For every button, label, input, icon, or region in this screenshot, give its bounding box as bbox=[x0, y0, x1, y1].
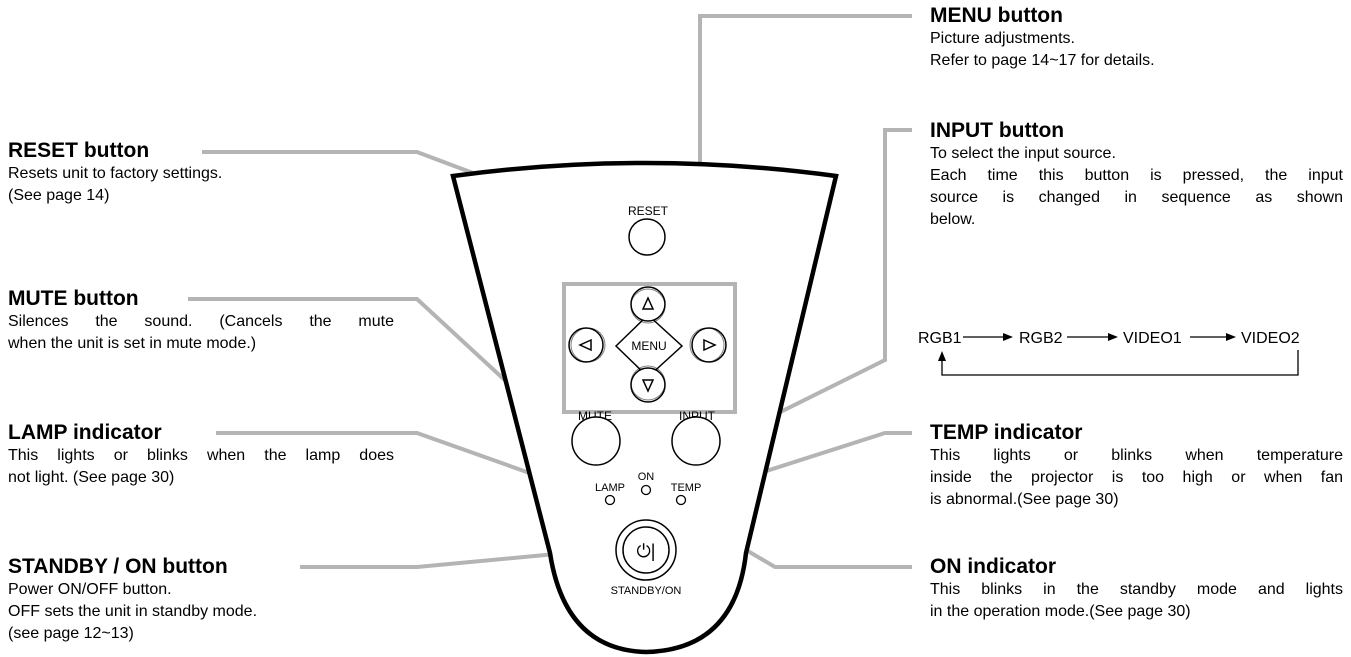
remote-label-reset: RESET bbox=[628, 204, 669, 218]
input-line: below. bbox=[930, 211, 976, 228]
sequence-item-video2: VIDEO2 bbox=[1241, 330, 1300, 347]
callout-on: ON indicator This blinks in the standby … bbox=[930, 555, 1343, 623]
standby-line: Power ON/OFF button. bbox=[8, 581, 172, 598]
mute-line: when the unit is set in mute mode.) bbox=[8, 335, 257, 352]
menu-area-frame bbox=[562, 282, 737, 414]
leader-lines bbox=[188, 14, 912, 569]
callout-mute: MUTE button Silences the sound. (Cancels… bbox=[8, 287, 394, 355]
reset-title: RESET button bbox=[8, 139, 150, 162]
input-leader bbox=[699, 128, 912, 454]
right-arrow-icon bbox=[703, 338, 717, 352]
arrow-head-icon bbox=[1003, 333, 1013, 341]
temp-title: TEMP indicator bbox=[930, 421, 1083, 444]
callout-reset: RESET button Resets unit to factory sett… bbox=[8, 139, 222, 207]
standby-line: (see page 12~13) bbox=[8, 625, 134, 642]
reset-button[interactable] bbox=[628, 218, 666, 256]
input-line: source is changed in sequence as shown bbox=[930, 189, 1343, 206]
menu-line: Picture adjustments. bbox=[930, 30, 1075, 47]
input-line: Each time this button is pressed, the in… bbox=[930, 167, 1343, 184]
lamp-line: This lights or blinks when the lamp does bbox=[8, 447, 394, 464]
mute-line: Silences the sound. (Cancels the mute bbox=[8, 313, 394, 330]
reset-line: Resets unit to factory settings. bbox=[8, 165, 223, 182]
input-title: INPUT button bbox=[930, 119, 1065, 142]
on-indicator-light bbox=[640, 484, 652, 496]
on-line: This blinks in the standby mode and ligh… bbox=[930, 581, 1343, 598]
standby-on-button[interactable]: ⏻| bbox=[615, 519, 677, 581]
standby-title: STANDBY / ON button bbox=[8, 555, 228, 578]
sequence-return-line bbox=[941, 350, 1299, 376]
menu-up-button[interactable] bbox=[630, 286, 666, 324]
input-button[interactable] bbox=[671, 416, 721, 466]
temp-line: This lights or blinks when temperature bbox=[930, 447, 1343, 464]
callout-standby: STANDBY / ON button Power ON/OFF button.… bbox=[8, 555, 257, 645]
remote-label-on: ON bbox=[638, 471, 655, 483]
down-arrow-icon bbox=[641, 379, 655, 393]
temp-line: is abnormal.(See page 30) bbox=[930, 491, 1119, 508]
callout-temp: TEMP indicator This lights or blinks whe… bbox=[930, 421, 1343, 511]
remote-label-lamp: LAMP bbox=[595, 482, 625, 494]
temp-line: inside the projector is too high or when… bbox=[930, 469, 1343, 486]
menu-down-button[interactable] bbox=[630, 365, 666, 403]
return-arrow-icon bbox=[938, 351, 946, 361]
callout-lamp: LAMP indicator This lights or blinks whe… bbox=[8, 421, 394, 489]
menu-right-button[interactable] bbox=[689, 327, 727, 363]
input-sequence: RGB1 RGB2 VIDEO1 VIDEO2 bbox=[918, 330, 1300, 376]
reset-line: (See page 14) bbox=[8, 187, 110, 204]
menu-line: Refer to page 14~17 for details. bbox=[930, 52, 1155, 69]
remote-body bbox=[450, 160, 839, 655]
remote-label-standby: STANDBY/ON bbox=[611, 585, 682, 597]
callout-menu: MENU button Picture adjustments. Refer t… bbox=[930, 4, 1155, 72]
menu-diamond bbox=[614, 313, 684, 379]
up-arrow-icon bbox=[641, 296, 655, 310]
arrow-head-icon bbox=[1226, 333, 1236, 341]
mute-title: MUTE button bbox=[8, 287, 139, 310]
menu-title: MENU button bbox=[930, 4, 1063, 27]
remote-label-temp: TEMP bbox=[671, 482, 702, 494]
input-line: To select the input source. bbox=[930, 145, 1116, 162]
on-line: in the operation mode.(See page 30) bbox=[930, 603, 1191, 620]
temp-indicator-light bbox=[675, 494, 687, 506]
menu-left-button[interactable] bbox=[568, 327, 606, 363]
lamp-line: not light. (See page 30) bbox=[8, 469, 175, 486]
sequence-item-rgb2: RGB2 bbox=[1019, 330, 1063, 347]
arrow-head-icon bbox=[1108, 333, 1118, 341]
mute-button[interactable] bbox=[571, 416, 621, 466]
standby-line: OFF sets the unit in standby mode. bbox=[8, 603, 258, 620]
left-arrow-icon bbox=[578, 338, 592, 352]
lamp-indicator-light bbox=[604, 494, 616, 506]
sequence-item-rgb1: RGB1 bbox=[918, 330, 962, 347]
callout-input: INPUT button To select the input source.… bbox=[930, 119, 1343, 231]
power-icon: ⏻| bbox=[637, 541, 656, 561]
lamp-title: LAMP indicator bbox=[8, 421, 162, 444]
remote-label-menu[interactable]: MENU bbox=[631, 339, 666, 353]
on-title: ON indicator bbox=[930, 555, 1057, 578]
sequence-item-video1: VIDEO1 bbox=[1123, 330, 1182, 347]
